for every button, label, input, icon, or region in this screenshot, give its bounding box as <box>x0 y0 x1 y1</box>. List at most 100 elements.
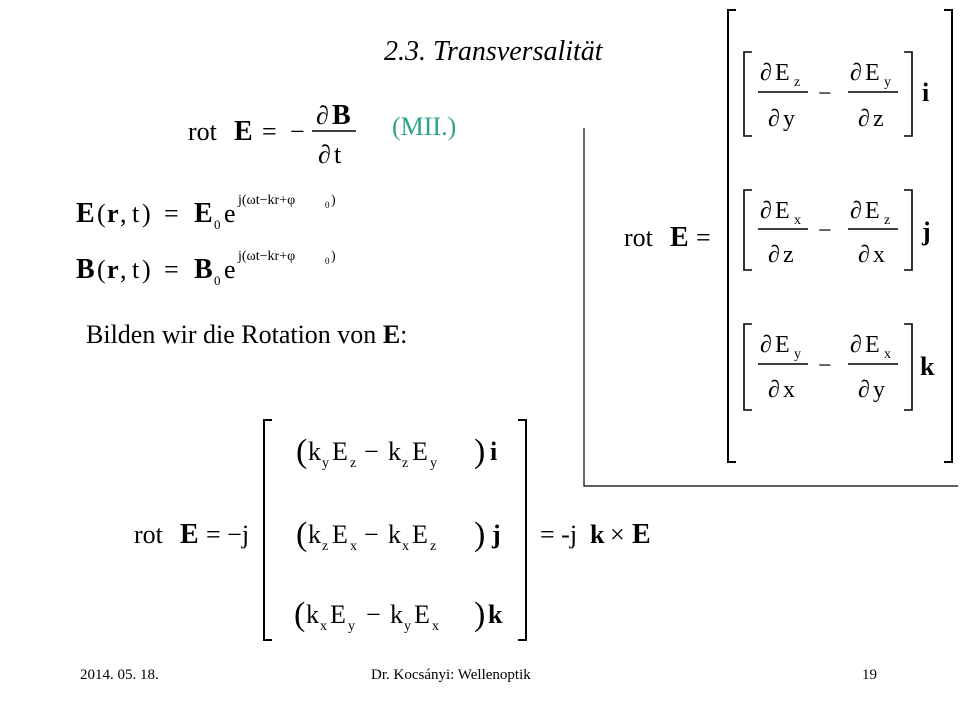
open-paren: ( <box>97 255 106 284</box>
bracket-left <box>743 189 752 271</box>
open-paren: ( <box>294 596 305 633</box>
subscript-z: z <box>350 456 356 471</box>
symbol-k: k <box>388 437 401 466</box>
minus-sign: − <box>290 117 305 146</box>
comma: , <box>120 255 127 284</box>
symbol-t: t <box>334 140 342 169</box>
symbol-z: z <box>783 242 794 268</box>
subscript-zero: 0 <box>214 273 221 288</box>
symbol-E: E <box>775 332 790 358</box>
symbol-E: E <box>670 222 689 253</box>
equation-curl-result: rot E = −j ( k y E z − k z E y ) i ( k z… <box>134 419 651 641</box>
close-paren: ) <box>474 516 485 553</box>
partial-symbol: ∂ <box>850 60 862 86</box>
exponent-subscript: 0 <box>325 256 330 266</box>
equals-neg-j: = -j <box>540 520 577 549</box>
equals-sign: = <box>164 255 179 284</box>
open-paren: ( <box>296 433 307 470</box>
symbol-E: E <box>180 519 199 550</box>
partial-symbol: ∂ <box>768 106 780 132</box>
subscript-zero: 0 <box>214 217 221 232</box>
maxwell-label: (MII.) <box>392 112 457 141</box>
symbol-B: B <box>194 254 213 285</box>
bilden-text-colon: : <box>400 320 408 349</box>
bracket-right <box>904 51 913 137</box>
symbol-e: e <box>224 199 236 228</box>
symbol-k: k <box>308 520 321 549</box>
exponent-close: ) <box>331 249 336 264</box>
partial-symbol: ∂ <box>858 106 870 132</box>
bilden-text-plain: Bilden wir die Rotation von <box>86 320 383 349</box>
symbol-E: E <box>865 332 880 358</box>
symbol-E: E <box>330 600 346 629</box>
symbol-E: E <box>775 198 790 224</box>
minus-sign: − <box>364 520 379 549</box>
exponent: j(ωt−kr+φ <box>237 249 295 264</box>
close-paren: ) <box>474 596 485 633</box>
page-number: 19 <box>862 667 877 683</box>
bracket-left <box>743 323 752 411</box>
bracket-left <box>263 419 272 641</box>
partial-symbol: ∂ <box>760 332 772 358</box>
open-paren: ( <box>296 516 307 553</box>
exponent-close: ) <box>331 193 336 208</box>
equation-e-wave: E ( r , t ) = E 0 e j(ωt−kr+φ 0 ) <box>76 193 336 232</box>
bracket-left <box>743 51 752 137</box>
open-paren: ( <box>97 199 106 228</box>
subscript-x: x <box>402 539 409 554</box>
symbol-E: E <box>414 600 430 629</box>
subscript-x: x <box>320 619 327 634</box>
subscript-z: z <box>794 75 800 90</box>
symbol-E: E <box>234 116 253 147</box>
partial-symbol: ∂ <box>768 242 780 268</box>
symbol-x: x <box>783 377 795 403</box>
symbol-E: E <box>775 60 790 86</box>
subscript-z: z <box>402 456 408 471</box>
subscript-x: x <box>794 213 801 228</box>
equals-sign: = <box>262 117 277 146</box>
symbol-e: e <box>224 255 236 284</box>
symbol-k: k <box>306 600 319 629</box>
footer-date: 2014. 05. 18. <box>80 667 159 683</box>
subscript-y: y <box>404 619 411 634</box>
subscript-y: y <box>794 347 801 362</box>
symbol-t: t <box>132 255 140 284</box>
subscript-x: x <box>350 539 357 554</box>
symbol-t: t <box>132 199 140 228</box>
symbol-y: y <box>783 106 795 132</box>
box-border <box>583 128 958 487</box>
partial-symbol: ∂ <box>316 101 329 130</box>
symbol-r: r <box>107 199 119 228</box>
bilden-text: Bilden wir die Rotation von E: <box>86 320 407 350</box>
symbol-E: E <box>332 520 348 549</box>
minus-sign: − <box>818 81 832 107</box>
subscript-x: x <box>884 347 891 362</box>
symbol-z: z <box>873 106 884 132</box>
subscript-y: y <box>430 456 437 471</box>
cross-product-sign: × <box>610 520 625 549</box>
symbol-E: E <box>412 520 428 549</box>
close-paren: ) <box>142 255 151 284</box>
symbol-E: E <box>865 60 880 86</box>
partial-symbol: ∂ <box>318 140 331 169</box>
partial-symbol: ∂ <box>768 377 780 403</box>
slide-title: 2.3. Transversalität <box>384 36 603 67</box>
symbol-E: E <box>332 437 348 466</box>
equals-sign: = <box>696 223 711 252</box>
equals-sign: = <box>164 199 179 228</box>
comma: , <box>120 199 127 228</box>
exponent-subscript: 0 <box>325 200 330 210</box>
partial-symbol: ∂ <box>858 242 870 268</box>
curl-definition-box: rot E = ∂ E z ∂ y − ∂ E y ∂ z i <box>583 9 958 487</box>
partial-symbol: ∂ <box>850 332 862 358</box>
symbol-x: x <box>873 242 885 268</box>
partial-symbol: ∂ <box>850 198 862 224</box>
subscript-z: z <box>322 539 328 554</box>
symbol-E: E <box>194 198 213 229</box>
unit-vector-k: k <box>488 600 503 629</box>
unit-vector-i: i <box>490 437 497 466</box>
partial-symbol: ∂ <box>760 60 772 86</box>
unit-vector-k: k <box>920 352 935 381</box>
